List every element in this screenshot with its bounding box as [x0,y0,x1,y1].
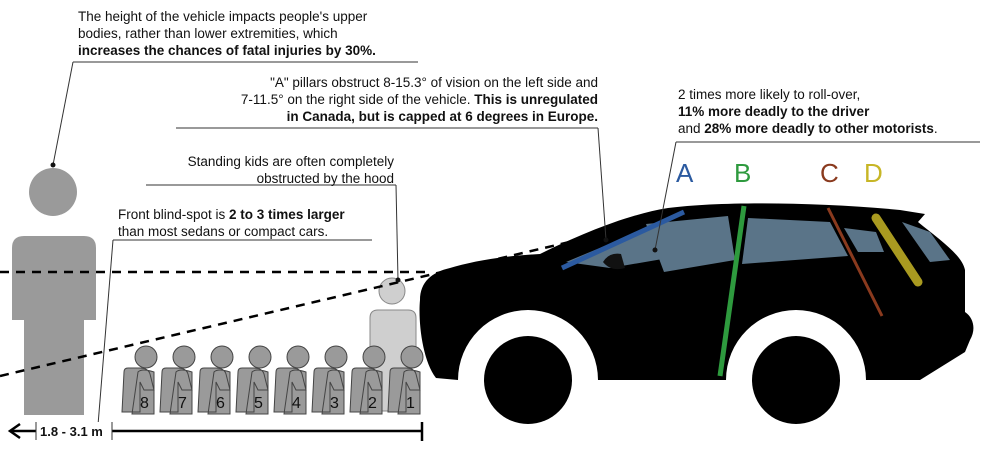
kid-body [349,367,383,415]
height-note-line3: increases the chances of fatal injuries … [78,43,376,58]
pillars-note-line2: 7-11.5° on the right side of the vehicle… [240,92,475,107]
rollover-note: 2 times more likely to roll-over, 11% mo… [678,86,938,137]
adult-head [29,168,77,216]
rollover-leader [654,141,677,251]
kid-head [286,345,310,369]
blindspot-leader [97,239,114,426]
kid-head [324,345,348,369]
standing-kid-head [378,277,406,305]
kid-body [197,367,231,415]
blindspot-note: Front blind-spot is 2 to 3 times larger … [118,206,345,240]
kid-figure-3: 3 [311,345,348,415]
kid-body [235,367,269,415]
rollover-note-line3: and [678,121,705,136]
pillars-note-line1: "A" pillars obstruct 8-15.3° of vision o… [270,75,598,90]
kid-figure-6: 6 [197,345,234,415]
kid-number: 4 [292,395,301,412]
kid-head [248,345,272,369]
adult-body [12,236,96,415]
kid-number: 8 [140,395,149,412]
rollover-note-line2: 11% more deadly to the driver [678,104,870,119]
pillar-label-a: A [676,158,694,188]
rollover-note-line3-bold: 28% more deadly to other motorists [704,121,934,136]
rear-window [742,218,848,264]
kid-figure-7: 7 [159,345,196,415]
pillar-leader [597,127,607,241]
kid-figure-1: 1 [387,345,424,415]
pillar-label-c: C [820,158,839,188]
kids-row: 8 7 6 5 4 3 2 1 [121,345,424,415]
kid-number: 3 [330,395,339,412]
rollover-note-line1: 2 times more likely to roll-over, [678,87,861,102]
pillar-label-b: B [734,158,752,188]
kid-head [210,345,234,369]
kid-head [134,345,158,369]
pillar-c-line [826,207,884,317]
kid-head [362,345,386,369]
pillar-a-line [560,209,686,271]
pillar-b-line [717,205,747,377]
pillars-note-line3: in Canada, but is capped at 6 degrees in… [286,109,598,124]
kids-note: Standing kids are often completely obstr… [188,153,394,187]
hood-sight-line [0,230,613,378]
pillars-note: "A" pillars obstruct 8-15.3° of vision o… [241,74,598,125]
height-note: The height of the vehicle impacts people… [78,8,376,59]
kid-head [400,345,424,369]
kid-body [311,367,345,415]
kid-head [172,345,196,369]
kid-figure-4: 4 [273,345,310,415]
pillars-note-line2-bold: This is unregulated [474,92,598,107]
kid-number: 2 [368,395,377,412]
distance-arrow [7,422,424,441]
pillar-label-d: D [864,158,883,188]
kid-body [273,367,307,415]
height-note-line2: bodies, rather than lower extremities, w… [78,26,338,41]
kids-note-line1: Standing kids are often completely [187,154,394,169]
kid-number: 1 [406,395,415,412]
kid-figure-8: 8 [121,345,158,415]
kid-body [387,367,421,415]
blindspot-note-line2: than most sedans or compact cars. [118,224,329,239]
kid-number: 7 [178,395,187,412]
height-leader [52,61,74,166]
adult-figure [12,168,96,415]
front-window [646,216,735,272]
kids-leader [395,184,399,281]
kid-body [159,367,193,415]
kid-number: 6 [216,395,225,412]
pillar-d-line [871,213,923,287]
kid-figure-2: 2 [349,345,386,415]
kid-body [121,367,155,415]
distance-label: 1.8 - 3.1 m [40,424,103,439]
height-note-line1: The height of the vehicle impacts people… [78,9,368,24]
quarter-window [844,228,884,252]
kids-note-line2: obstructed by the hood [256,171,394,186]
kid-number: 5 [254,395,263,412]
suv-silhouette [419,203,974,438]
blindspot-note-line1-bold: 2 to 3 times larger [229,207,345,222]
rollover-note-line3-end: . [933,121,938,136]
kid-figure-5: 5 [235,345,272,415]
blindspot-note-line1: Front blind-spot is [118,207,230,222]
back-glass [902,222,950,262]
